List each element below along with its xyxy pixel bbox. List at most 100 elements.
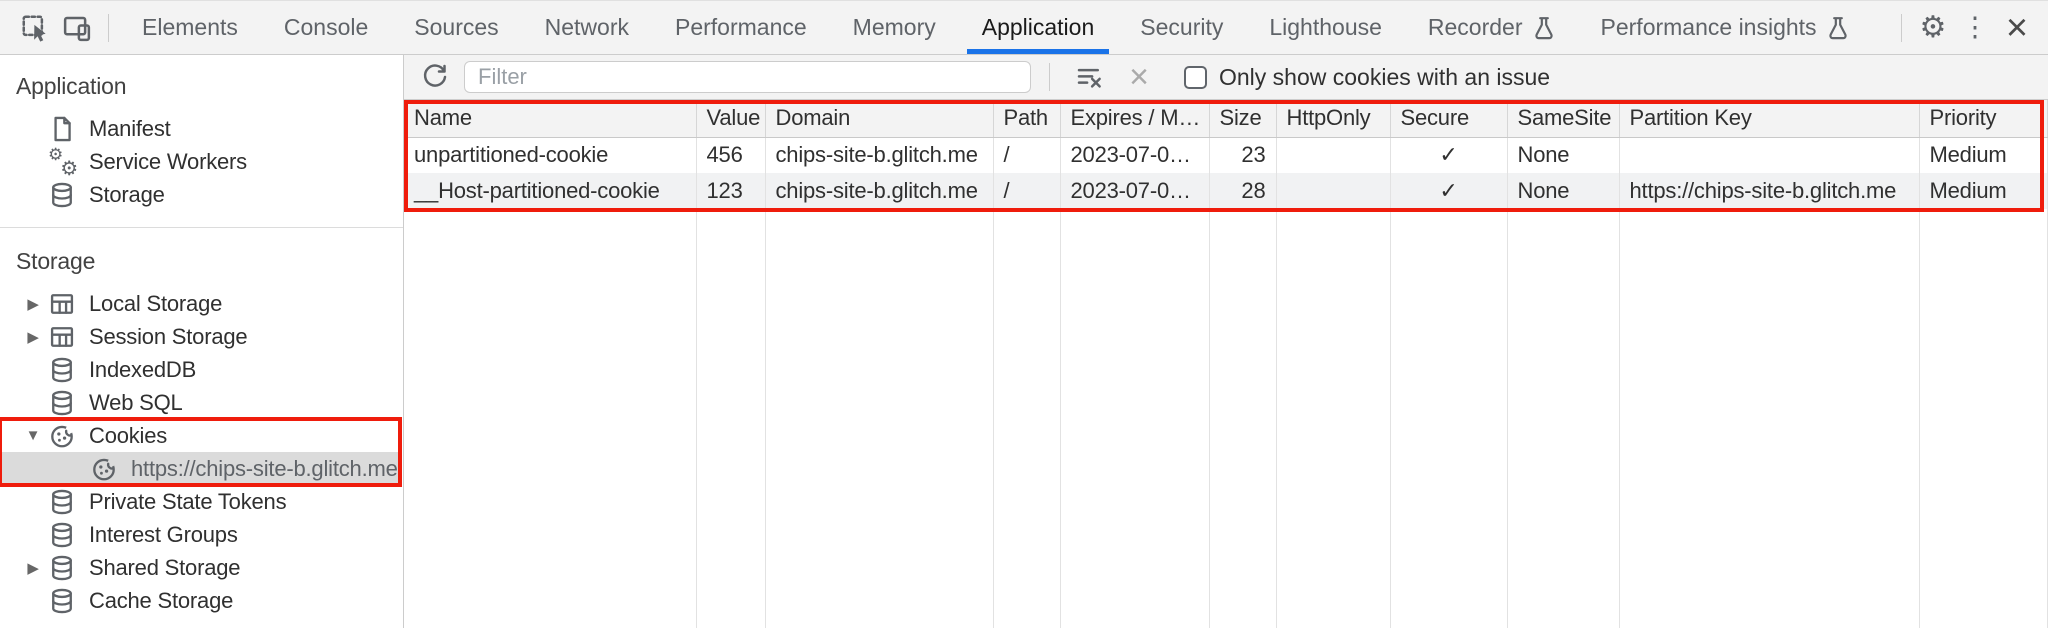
column-header-path[interactable]: Path [993,100,1061,138]
tabbar-right-controls: ⚙ ⋮ × [1891,1,2048,54]
service-worker-icon: ⚙⚙ [48,144,78,180]
column-header-expires[interactable]: Expires / M… [1060,100,1210,138]
tab-label: Performance insights [1600,14,1817,40]
database-icon [48,488,76,516]
clear-filter-button[interactable] [1068,56,1110,98]
cookie-row-host-partitioned[interactable]: __Host-partitioned-cookie 123 chips-site… [404,173,2048,209]
cell-partition-key: https://chips-site-b.glitch.me [1619,173,1920,209]
database-icon [48,389,76,417]
sidebar-item-label: Storage [89,181,165,207]
tab-security[interactable]: Security [1117,1,1246,54]
sidebar-item-label: Session Storage [89,323,248,349]
flask-icon [1828,16,1847,39]
chevron-right-icon[interactable]: ▶ [27,328,39,346]
column-header-secure[interactable]: Secure [1390,100,1508,138]
sidebar-item-label: Local Storage [89,290,223,316]
sidebar-item-cookie-origin[interactable]: https://chips-site-b.glitch.me [0,452,400,485]
main-menu-button[interactable]: ⋮ [1954,7,1996,49]
tab-label: Console [283,14,369,40]
issue-checkbox[interactable] [1184,65,1207,89]
column-header-size[interactable]: Size [1209,100,1277,138]
file-icon [48,115,76,143]
tabbar-left-controls [0,1,119,54]
cookie-table-area: Name Value Domain Path Expires / M… Size… [404,100,2048,628]
cookies-view: × Only show cookies with an issue Name [404,55,2048,628]
cell-size: 23 [1209,137,1277,173]
tab-label: Network [544,14,629,40]
sidebar-item-label: Interest Groups [89,521,238,547]
sidebar-item-manifest[interactable]: Manifest [0,112,403,145]
delete-cookie-button[interactable]: × [1118,56,1160,98]
tab-performance[interactable]: Performance [652,1,830,54]
chevron-right-icon[interactable]: ▶ [27,559,39,577]
sidebar-item-service-workers[interactable]: ⚙⚙ Service Workers [0,144,403,180]
sidebar-item-cookies[interactable]: ▼ Cookies [0,419,400,452]
cell-priority: Medium [1919,137,2048,173]
tab-recorder[interactable]: Recorder [1405,1,1578,54]
settings-button[interactable]: ⚙ [1912,7,1954,49]
tab-label: Elements [142,14,238,40]
column-header-httponly[interactable]: HttpOnly [1276,100,1391,138]
refresh-icon [423,64,447,87]
sidebar-item-storage[interactable]: Storage [0,178,403,211]
column-header-domain[interactable]: Domain [765,100,994,138]
sidebar-section-application: Application [16,73,127,99]
sidebar-section-storage: Storage [16,248,96,274]
tab-label: Sources [414,14,499,40]
cookie-row-unpartitioned[interactable]: unpartitioned-cookie 456 chips-site-b.gl… [404,137,2048,173]
cell-size: 28 [1209,173,1277,209]
tab-network[interactable]: Network [522,1,652,54]
cell-secure: ✓ [1390,173,1508,209]
column-header-samesite[interactable]: SameSite [1507,100,1620,138]
cell-samesite: None [1507,173,1620,209]
tab-memory[interactable]: Memory [830,1,959,54]
cell-domain: chips-site-b.glitch.me [765,137,994,173]
tabbar-divider [1901,13,1902,42]
inspect-element-button[interactable] [14,7,56,49]
sidebar-item-interest-groups[interactable]: Interest Groups [0,518,403,551]
column-header-name[interactable]: Name [404,100,697,138]
column-header-partition-key[interactable]: Partition Key [1619,100,1920,138]
issue-checkbox-label[interactable]: Only show cookies with an issue [1219,63,1551,90]
tab-elements[interactable]: Elements [119,1,261,54]
cell-priority: Medium [1919,173,2048,209]
cell-secure: ✓ [1390,137,1508,173]
sidebar-item-cache-storage[interactable]: Cache Storage [0,584,403,617]
tab-sources[interactable]: Sources [391,1,521,54]
tab-performance-insights[interactable]: Performance insights [1578,1,1872,54]
column-header-value[interactable]: Value [696,100,766,138]
device-toolbar-icon [63,16,91,41]
close-devtools-button[interactable]: × [1996,7,2038,49]
sidebar-item-label: Cache Storage [89,587,234,613]
cell-path: / [993,137,1061,173]
cookie-icon [48,422,76,450]
sidebar-item-web-sql[interactable]: Web SQL [0,386,403,419]
tab-application[interactable]: Application [959,1,1118,54]
table-icon [48,290,76,318]
cookie-icon [90,455,118,483]
cookies-toolbar: × Only show cookies with an issue [404,55,2048,100]
device-toolbar-button[interactable] [56,7,98,49]
sidebar-divider [0,227,403,228]
sidebar-item-local-storage[interactable]: ▶ Local Storage [0,287,403,320]
sidebar-item-session-storage[interactable]: ▶ Session Storage [0,320,403,353]
sidebar-item-label: IndexedDB [89,356,197,382]
refresh-button[interactable] [414,56,456,98]
chevron-down-icon[interactable]: ▼ [25,427,41,444]
cell-httponly [1276,137,1391,173]
filter-input[interactable] [464,61,1031,93]
tab-console[interactable]: Console [261,1,391,54]
chevron-right-icon[interactable]: ▶ [27,295,39,313]
database-icon [48,521,76,549]
column-header-priority[interactable]: Priority [1919,100,2048,138]
flask-icon [1534,16,1553,39]
sidebar-item-indexeddb[interactable]: IndexedDB [0,353,403,386]
sidebar-item-shared-storage[interactable]: ▶ Shared Storage [0,551,403,584]
panel-tabs: Elements Console Sources Network Perform… [119,1,1891,54]
tab-lighthouse[interactable]: Lighthouse [1246,1,1405,54]
application-panel: Application Manifest ⚙⚙ Service Workers … [0,55,2048,628]
sidebar-item-private-state-tokens[interactable]: Private State Tokens [0,485,403,518]
close-icon: × [2005,6,2029,49]
tab-label: Performance [675,14,807,40]
